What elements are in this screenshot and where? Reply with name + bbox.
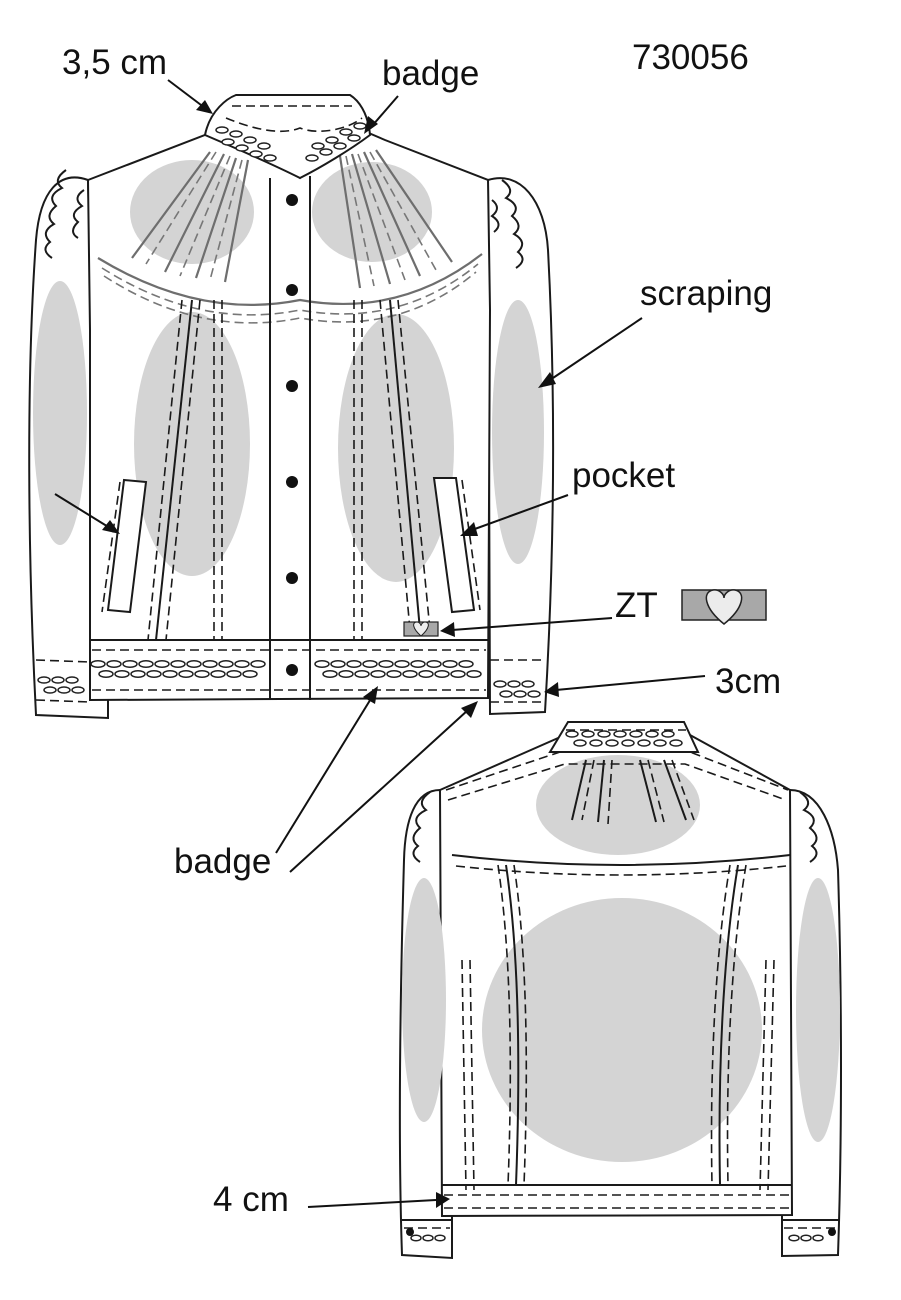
shoulder-ruffle	[501, 179, 524, 269]
welt-pocket	[432, 477, 481, 614]
welt-pocket	[101, 478, 148, 614]
scraping-shade	[312, 162, 432, 262]
scraping-shade	[402, 878, 446, 1122]
shoulder-ruffle	[799, 791, 818, 863]
annotation-arrows	[54, 79, 706, 1208]
collar-height-label: 3,5 cm	[62, 43, 168, 82]
scraping-shade	[130, 160, 254, 264]
zt-label: ZT	[615, 586, 658, 625]
shoulder-ruffle	[44, 169, 67, 259]
back-collar-badge	[565, 730, 683, 747]
badge-label: badge	[382, 54, 480, 93]
scraping-label: scraping	[640, 274, 773, 313]
cuff-width-label: 3cm	[715, 662, 782, 701]
badge-label: badge	[174, 842, 272, 881]
back-cuff	[402, 1219, 452, 1242]
scraping-shade	[338, 314, 454, 582]
heart-tag-icon	[681, 589, 767, 625]
scraping-shade	[33, 281, 87, 545]
scraping-shade	[134, 312, 250, 576]
scraping-shade	[796, 878, 840, 1142]
pocket-label: pocket	[572, 456, 676, 495]
front-yoke	[97, 253, 483, 306]
back-yoke	[451, 854, 791, 866]
hem-band-label: 4 cm	[213, 1180, 289, 1219]
button-icon	[286, 194, 298, 676]
scraping-shade	[492, 300, 544, 564]
scraping-shade	[536, 755, 700, 855]
scraping-shade	[482, 898, 762, 1162]
front-cuff	[35, 659, 91, 703]
back-cuff	[782, 1219, 840, 1242]
shoulder-ruffle	[412, 791, 431, 863]
front-cuff	[490, 659, 546, 703]
heart-tag-icon	[403, 621, 439, 637]
back-view	[398, 721, 842, 1260]
front-collar	[203, 94, 372, 180]
waistband-badge	[90, 660, 482, 678]
article-number: 730056	[632, 38, 749, 77]
front-view	[28, 94, 555, 720]
